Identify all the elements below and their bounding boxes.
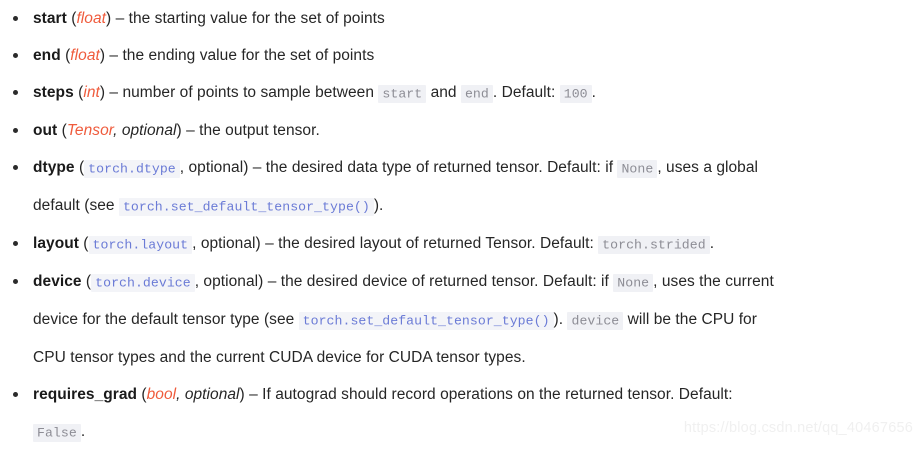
param-text: ). — [373, 197, 384, 214]
param-line: end (float) – the ending value for the s… — [33, 37, 919, 74]
param-item-out: out (Tensor, optional) – the output tens… — [0, 112, 919, 149]
param-type: bool — [146, 386, 177, 403]
param-body: layout (torch.layout, optional) – the de… — [33, 225, 919, 263]
param-type-separator: , — [176, 386, 185, 403]
inline-code: end — [460, 84, 493, 103]
param-text: default (see — [33, 197, 119, 214]
param-text: and — [426, 84, 461, 101]
inline-code-link[interactable]: torch.layout — [88, 235, 193, 254]
param-text: ( — [74, 159, 85, 176]
param-line: device for the default tensor type (see … — [33, 301, 919, 339]
param-text: , optional) – the desired layout of retu… — [192, 235, 599, 252]
csdn-watermark: https://blog.csdn.net/qq_40467656 — [683, 420, 913, 436]
param-text: . — [591, 84, 597, 101]
param-line: CPU tensor types and the current CUDA de… — [33, 339, 919, 376]
param-body: device (torch.device, optional) – the de… — [33, 263, 919, 376]
inline-code: None — [617, 159, 658, 178]
param-type: float — [70, 47, 100, 64]
param-body: out (Tensor, optional) – the output tens… — [33, 112, 919, 149]
param-body: requires_grad (bool, optional) – If auto… — [33, 376, 919, 451]
param-text: ( — [66, 10, 77, 27]
param-item-layout: layout (torch.layout, optional) – the de… — [0, 225, 919, 263]
param-text: CPU tensor types and the current CUDA de… — [33, 349, 526, 366]
param-text: will be the CPU for — [623, 311, 757, 328]
param-item-end: end (float) – the ending value for the s… — [0, 37, 919, 74]
param-name: dtype — [33, 159, 75, 176]
param-text: ) – the starting value for the set of po… — [106, 10, 385, 27]
param-text: ). — [553, 311, 568, 328]
inline-code: False — [33, 423, 81, 442]
param-body: end (float) – the ending value for the s… — [33, 37, 919, 74]
param-item-dtype: dtype (torch.dtype, optional) – the desi… — [0, 149, 919, 225]
param-name: start — [33, 10, 67, 27]
param-optional-marker: optional — [184, 386, 240, 403]
param-item-requires_grad: requires_grad (bool, optional) – If auto… — [0, 376, 919, 451]
param-text: ( — [57, 122, 67, 139]
param-line: False. — [33, 413, 919, 451]
param-text: ) – the output tensor. — [176, 122, 320, 139]
param-text: , uses a global — [657, 159, 759, 176]
param-line: default (see torch.set_default_tensor_ty… — [33, 187, 919, 225]
param-item-device: device (torch.device, optional) – the de… — [0, 263, 919, 376]
bullet-icon — [13, 16, 18, 21]
param-type: float — [76, 10, 106, 27]
inline-code: device — [567, 311, 624, 330]
param-line: steps (int) – number of points to sample… — [33, 74, 919, 112]
param-line: device (torch.device, optional) – the de… — [33, 263, 919, 301]
inline-code: torch.strided — [598, 235, 710, 254]
param-type-separator: , — [113, 122, 122, 139]
param-line: dtype (torch.dtype, optional) – the desi… — [33, 149, 919, 187]
param-line: layout (torch.layout, optional) – the de… — [33, 225, 919, 263]
param-text: device for the default tensor type (see — [33, 311, 299, 328]
param-item-steps: steps (int) – number of points to sample… — [0, 74, 919, 112]
param-line: requires_grad (bool, optional) – If auto… — [33, 376, 919, 413]
param-text: ) – If autograd should record operations… — [239, 386, 733, 403]
param-text: . — [709, 235, 715, 252]
param-text: . — [80, 423, 86, 440]
param-body: start (float) – the starting value for t… — [33, 0, 919, 37]
param-text: , optional) – the desired data type of r… — [179, 159, 618, 176]
inline-code-link[interactable]: torch.set_default_tensor_type() — [298, 311, 554, 330]
param-optional-marker: optional — [121, 122, 177, 139]
inline-code-link[interactable]: torch.dtype — [84, 159, 180, 178]
param-text: ) – number of points to sample between — [99, 84, 379, 101]
bullet-icon — [13, 241, 18, 246]
param-type: Tensor — [66, 122, 114, 139]
bullet-icon — [13, 165, 18, 170]
param-text: ( — [73, 84, 84, 101]
param-line: start (float) – the starting value for t… — [33, 0, 919, 37]
bullet-icon — [13, 53, 18, 58]
param-name: steps — [33, 84, 74, 101]
inline-code-link[interactable]: torch.set_default_tensor_type() — [118, 197, 374, 216]
bullet-icon — [13, 90, 18, 95]
param-text: ( — [81, 273, 92, 290]
param-body: steps (int) – number of points to sample… — [33, 74, 919, 112]
param-text: , optional) – the desired device of retu… — [194, 273, 614, 290]
param-name: requires_grad — [33, 386, 138, 403]
param-text: ( — [60, 47, 71, 64]
param-item-start: start (float) – the starting value for t… — [0, 0, 919, 37]
param-text: . Default: — [492, 84, 560, 101]
param-line: out (Tensor, optional) – the output tens… — [33, 112, 919, 149]
bullet-icon — [13, 279, 18, 284]
bullet-icon — [13, 128, 18, 133]
inline-code: None — [613, 273, 654, 292]
inline-code-link[interactable]: torch.device — [91, 273, 195, 292]
inline-code: 100 — [559, 84, 592, 103]
param-text: ( — [78, 235, 89, 252]
param-text: ) – the ending value for the set of poin… — [99, 47, 375, 64]
inline-code: start — [378, 84, 427, 103]
param-body: dtype (torch.dtype, optional) – the desi… — [33, 149, 919, 225]
param-name: layout — [33, 235, 79, 252]
param-name: end — [33, 47, 61, 64]
param-text: , uses the current — [653, 273, 774, 290]
param-type: int — [83, 84, 100, 101]
param-text: ( — [137, 386, 147, 403]
param-name: out — [33, 122, 58, 139]
param-name: device — [33, 273, 82, 290]
bullet-icon — [13, 392, 18, 397]
